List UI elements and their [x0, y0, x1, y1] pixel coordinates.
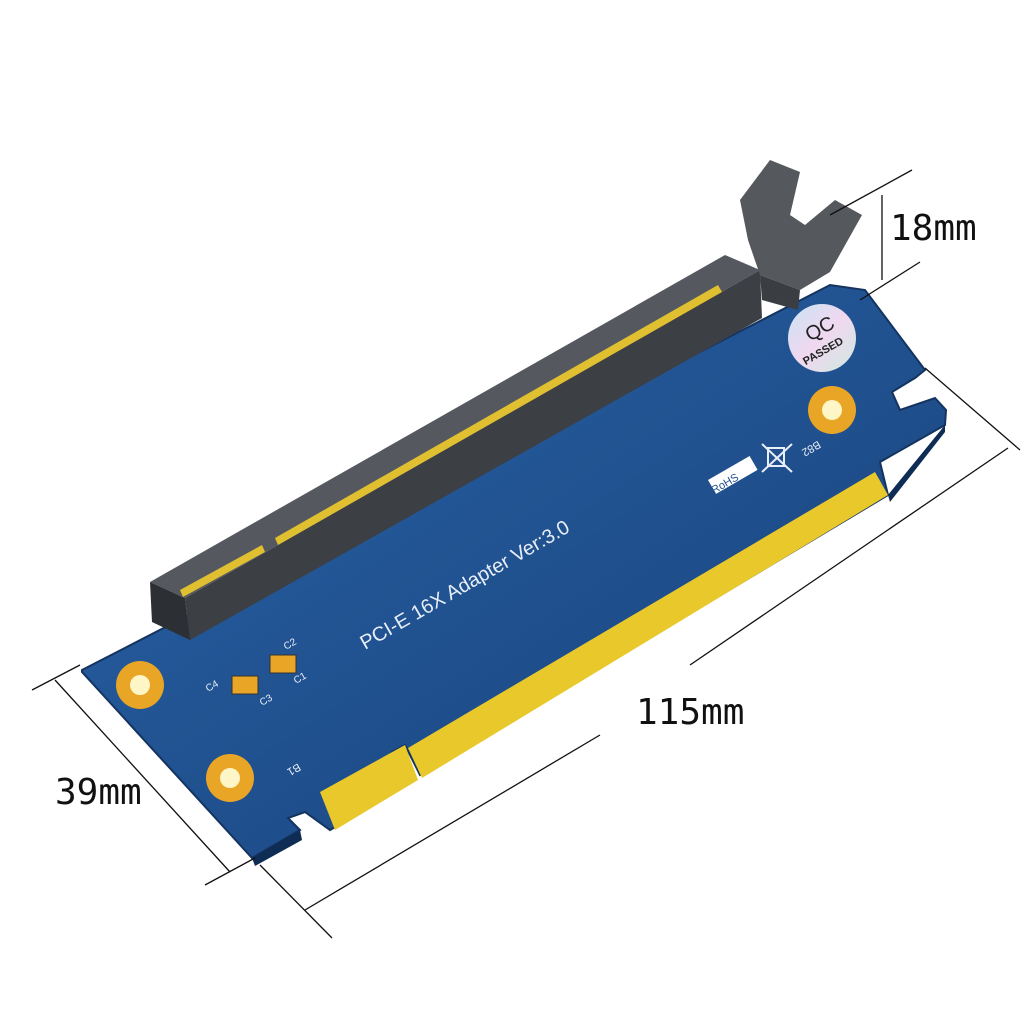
height-dimension: 18mm — [890, 208, 977, 249]
width-dimension: 39mm — [55, 772, 142, 813]
pcie-slot — [150, 255, 762, 640]
gold-fingers — [320, 472, 888, 830]
dimension-lines — [31, 169, 1021, 939]
qc-passed-badge: QC PASSED — [788, 304, 856, 372]
b1-label: B1 — [285, 760, 303, 777]
mounting-holes — [116, 386, 856, 802]
pcb-board — [81, 283, 948, 866]
slot-latch — [740, 160, 862, 310]
length-dimension: 115mm — [636, 692, 744, 733]
weee-icon — [761, 443, 793, 473]
